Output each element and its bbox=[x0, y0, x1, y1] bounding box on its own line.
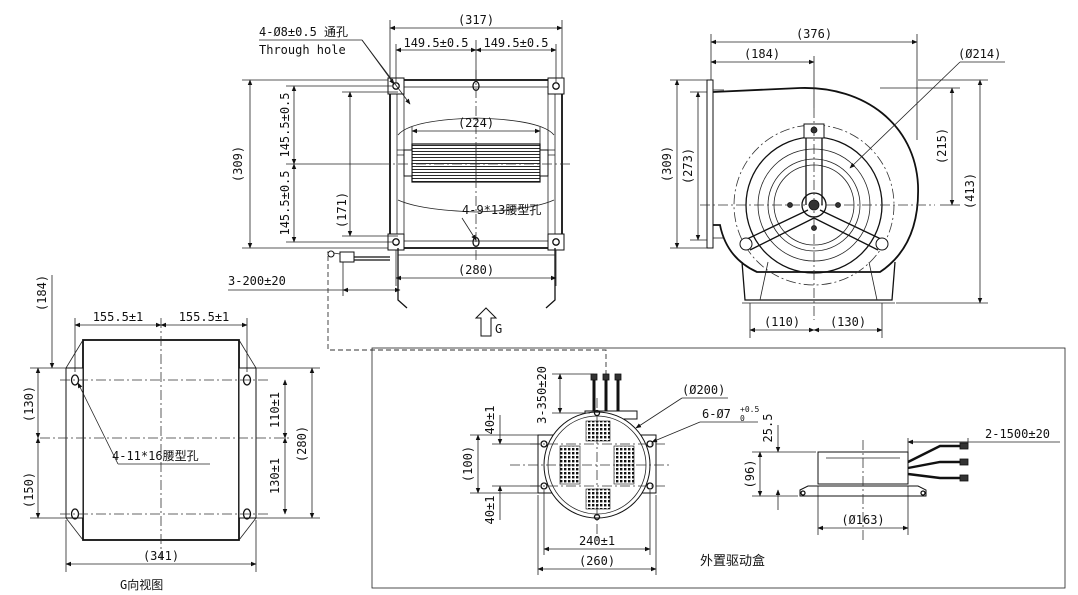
dim-350: 3-350±20 bbox=[535, 366, 549, 424]
dim-1500: 2-1500±20 bbox=[985, 427, 1050, 441]
hole-note-driver: 6-Ø7 bbox=[702, 407, 731, 421]
dim-155-right: 155.5±1 bbox=[179, 310, 230, 324]
g-view-title: G向视图 bbox=[120, 577, 163, 592]
dim-200: (Ø200) bbox=[682, 383, 725, 397]
dim-130-g-left: (130) bbox=[22, 386, 36, 422]
dim-130-side: (130) bbox=[830, 315, 866, 329]
dim-155-left: 155.5±1 bbox=[93, 310, 144, 324]
dim-280-front: (280) bbox=[458, 263, 494, 277]
dim-214: (Ø214) bbox=[958, 47, 1001, 61]
dim-149-left: 149.5±0.5 bbox=[403, 36, 468, 50]
through-hole bbox=[552, 238, 560, 246]
slot-note-front: 4-9*13腰型孔 bbox=[462, 203, 541, 217]
through-hole bbox=[552, 82, 560, 90]
driver-box-top-view bbox=[510, 373, 670, 540]
dim-184-g: (184) bbox=[35, 275, 49, 311]
side-base bbox=[741, 261, 896, 301]
dim-145-upper: 145.5±0.5 bbox=[278, 92, 292, 157]
g-arrow-label: G bbox=[495, 322, 502, 336]
dim-260: (260) bbox=[579, 554, 615, 568]
g-view: (184) 155.5±1 155.5±1 (130) (150) 110±1 … bbox=[22, 275, 320, 592]
dim-309-side: (309) bbox=[660, 146, 674, 182]
dim-184-side: (184) bbox=[744, 47, 780, 61]
dim-149-right: 149.5±0.5 bbox=[483, 36, 548, 50]
through-hole bbox=[392, 82, 400, 90]
driver-box-title: 外置驱动盒 bbox=[700, 553, 765, 569]
dim-40-upper: 40±1 bbox=[483, 406, 497, 435]
dim-413: (413) bbox=[963, 173, 977, 209]
dim-cable-length: 3-200±20 bbox=[228, 274, 286, 288]
dim-376: (376) bbox=[796, 27, 832, 41]
dim-309-front: (309) bbox=[231, 146, 245, 182]
driver-box-frame bbox=[371, 347, 1066, 589]
dim-110-side: (110) bbox=[764, 315, 800, 329]
hole-note-cn: 4-Ø8±0.5 通孔 bbox=[259, 25, 348, 39]
dim-171: (171) bbox=[335, 192, 349, 228]
through-hole bbox=[392, 238, 400, 246]
dim-163: (Ø163) bbox=[841, 513, 884, 527]
dim-40-lower: 40±1 bbox=[483, 496, 497, 525]
motor-bracket bbox=[739, 123, 889, 251]
dim-96: (96) bbox=[743, 460, 757, 489]
hole-tol-lower: 0 bbox=[740, 414, 745, 423]
dim-273: (273) bbox=[681, 148, 695, 184]
driver-cables-top bbox=[590, 373, 622, 411]
dim-25: 25.5 bbox=[761, 414, 775, 443]
dim-130-g-right: 130±1 bbox=[268, 458, 282, 494]
dim-224: (224) bbox=[458, 116, 494, 130]
hole-tol-upper: +0.5 bbox=[740, 405, 759, 414]
dim-317: (317) bbox=[458, 13, 494, 27]
dim-100: (100) bbox=[461, 446, 475, 482]
scroll-housing bbox=[712, 87, 919, 273]
dim-150-g: (150) bbox=[22, 472, 36, 508]
g-view-arrow bbox=[474, 307, 498, 337]
side-view: (376) (184) (Ø214) (215) (413) (309) (27… bbox=[660, 27, 1005, 338]
slot-note-g: 4-11*16腰型孔 bbox=[112, 449, 199, 463]
dim-280-g: (280) bbox=[295, 426, 309, 462]
dim-110-g: 110±1 bbox=[268, 392, 282, 428]
dim-341: (341) bbox=[143, 549, 179, 563]
dim-240: 240±1 bbox=[579, 534, 615, 548]
hole-note-en: Through hole bbox=[259, 43, 346, 57]
driver-box-side-view bbox=[799, 440, 969, 540]
front-view: (317) 149.5±0.5 149.5±0.5 4-Ø8±0.5 通孔 Th… bbox=[228, 13, 572, 337]
cable-route-line bbox=[327, 256, 607, 376]
driver-box-panel: 3-350±20 (Ø200) 6-Ø7 +0.5 0 40±1 40±1 (1… bbox=[371, 347, 1066, 589]
dim-215: (215) bbox=[935, 128, 949, 164]
dim-145-lower: 145.5±0.5 bbox=[278, 170, 292, 235]
